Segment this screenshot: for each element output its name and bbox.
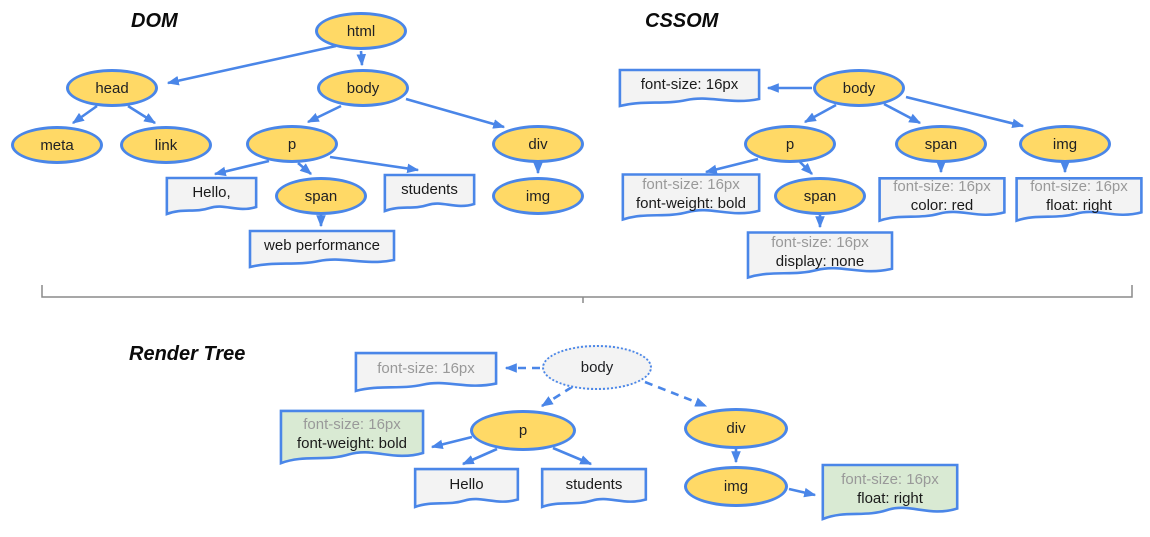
style-rule: font-weight: bold [635, 194, 747, 212]
edge-render-body-p [540, 385, 573, 408]
text-node-label: Hello [449, 476, 484, 493]
node-label: p [287, 135, 297, 153]
dom-title: DOM [131, 10, 178, 32]
node-label: img [525, 187, 551, 205]
style-rule-inherited: font-size: 16px [303, 415, 401, 433]
node-label: body [346, 79, 380, 97]
node-label: body [842, 79, 876, 97]
cssom-stylebox-span-child: font-size: 16px display: none [745, 230, 895, 280]
cssom-stylebox-img: font-size: 16px float: right [1014, 176, 1144, 223]
cssom-node-span: span [895, 125, 987, 163]
edge-render-p-hello [461, 447, 498, 466]
style-rule: color: red [910, 197, 974, 214]
text-node-label: Hello, [192, 184, 231, 201]
dom-textbox-students: students [383, 173, 476, 213]
style-rule: font-weight: bold [296, 434, 408, 452]
edge-render-p-style [430, 435, 473, 450]
node-label: p [785, 135, 795, 153]
combine-bracket [41, 285, 1133, 303]
node-label: p [518, 422, 528, 439]
render-textbox-students: students [540, 467, 648, 509]
edge-cssom-p-span2 [799, 161, 813, 175]
edge-head-link [127, 104, 157, 125]
node-label: meta [40, 136, 74, 154]
node-label: head [95, 79, 129, 97]
node-label: html [346, 22, 376, 40]
style-rule-inherited: font-size: 16px [1030, 178, 1128, 195]
cssom-stylebox-body: font-size: 16px [617, 68, 762, 108]
edge-render-body-div [644, 380, 708, 408]
dom-node-head: head [66, 69, 158, 107]
dom-node-link: link [120, 126, 212, 164]
dom-node-meta: meta [11, 126, 103, 164]
style-rule: font-size: 16px [640, 76, 739, 93]
edge-head-meta [72, 104, 98, 125]
render-node-p: p [470, 410, 576, 451]
style-rule-inherited: font-size: 16px [893, 178, 991, 195]
cssom-node-img: img [1019, 125, 1111, 163]
edge-body-div [405, 97, 506, 129]
text-node-label: students [565, 476, 623, 493]
dom-textbox-hello: Hello, [165, 176, 258, 216]
edge-body-p [306, 104, 342, 124]
style-rule-inherited: font-size: 16px [642, 175, 740, 193]
node-label: link [154, 136, 178, 154]
cssom-node-p: p [744, 125, 836, 163]
style-rule: float: right [1046, 197, 1112, 214]
dom-node-img: img [492, 177, 584, 215]
edge-cssom-p-style [704, 157, 759, 175]
cssom-node-span-child: span [774, 177, 866, 215]
style-rule: display: none [775, 252, 865, 270]
edge-p-span [297, 162, 312, 175]
render-tree-title: Render Tree [129, 343, 246, 365]
render-stylebox-p: font-size: 16px font-weight: bold [278, 408, 426, 466]
text-node-label: students [401, 181, 458, 198]
text-node-label: web performance [264, 237, 380, 254]
render-textbox-hello: Hello [413, 467, 520, 509]
render-node-body: body [542, 345, 652, 390]
edge-p-students [329, 155, 420, 174]
dom-node-body: body [317, 69, 409, 107]
edge-cssom-body-img [905, 95, 1025, 129]
style-rule-inherited: font-size: 16px [771, 233, 869, 251]
render-node-img: img [684, 466, 788, 507]
cssom-node-body: body [813, 69, 905, 107]
edge-html-body [356, 50, 367, 67]
cssom-stylebox-p: font-size: 16px font-weight: bold [620, 172, 762, 222]
dom-node-html: html [315, 12, 407, 50]
node-label: div [726, 420, 746, 437]
node-label: span [924, 135, 958, 153]
dom-node-p: p [246, 125, 338, 163]
node-label: body [580, 359, 614, 376]
node-label: span [803, 187, 837, 205]
node-label: img [1052, 135, 1078, 153]
edge-p-hello [213, 159, 270, 177]
node-label: div [528, 135, 548, 153]
style-rule-inherited: font-size: 16px [377, 360, 475, 377]
cssom-stylebox-span: font-size: 16px color: red [877, 176, 1007, 223]
dom-node-div: div [492, 125, 584, 163]
node-label: span [304, 187, 338, 205]
edge-html-head [166, 44, 337, 86]
dom-textbox-web-performance: web performance [247, 229, 397, 269]
style-rule: float: right [857, 489, 923, 507]
dom-node-span: span [275, 177, 367, 215]
style-rule-inherited: font-size: 16px [841, 470, 939, 488]
edge-cssom-body-span [883, 102, 922, 125]
edge-cssom-body-p [803, 103, 837, 124]
render-node-div: div [684, 408, 788, 449]
render-stylebox-img: font-size: 16px float: right [820, 462, 960, 522]
render-stylebox-body: font-size: 16px [353, 351, 499, 393]
node-label: img [723, 478, 749, 495]
cssom-title: CSSOM [645, 10, 719, 32]
edge-render-p-students [552, 446, 593, 466]
edge-render-img-style [788, 487, 817, 498]
